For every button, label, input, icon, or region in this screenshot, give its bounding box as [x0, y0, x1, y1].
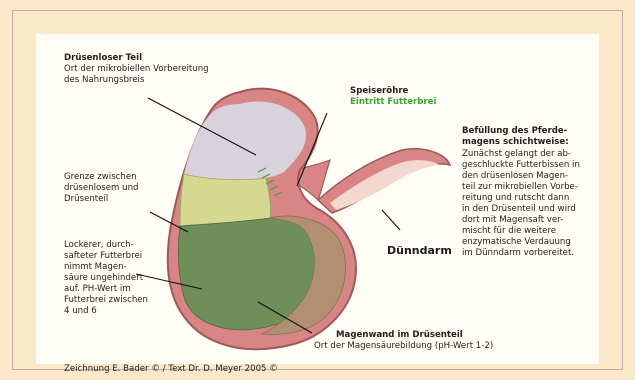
druesenloser-desc-1: Ort der mikrobiellen Vorbereitung: [64, 64, 209, 74]
credit-line: Zeichnung E. Bader © / Text Dr. D. Meyer…: [64, 364, 278, 374]
side-line-6: in den Drüsenteil und wird: [462, 204, 576, 214]
side-line-5: reitung und rutscht dann: [462, 193, 569, 203]
lockerer-7: 4 und 6: [64, 306, 97, 316]
side-line-3: den drüsenlosen Magen-: [462, 171, 568, 181]
duenndarm-label: Dünndarm: [387, 246, 452, 256]
lockerer-3: nimmt Magen-: [64, 262, 127, 272]
speiseroehre-title: Speiseröhre: [350, 86, 408, 96]
grenze-3: Drüsenteil: [64, 194, 108, 204]
lockerer-5: auf. PH-Wert im: [64, 284, 131, 294]
druesenloser-desc-2: des Nahrungsbreis: [64, 75, 144, 85]
magenwand-title: Magenwand im Drüsenteil: [336, 330, 463, 340]
side-line-1: Zunächst gelangt der ab-: [462, 149, 571, 159]
side-line-4: teil zur mikrobiellen Vorbe-: [462, 182, 578, 192]
yellow-zone: [180, 174, 271, 226]
side-title-2: magens schichtweise:: [462, 137, 569, 147]
side-line-2: geschluckte Futterbissen in: [462, 160, 580, 170]
grenze-1: Grenze zwischen: [64, 172, 137, 182]
side-line-10: im Dünndarm vorbereitet.: [462, 248, 574, 258]
lockerer-6: Futterbrei zwischen: [64, 295, 148, 305]
grenze-2: drüsenlosem und: [64, 183, 139, 193]
lockerer-2: safteter Futterbrei: [64, 251, 142, 261]
lockerer-1: Lockerer, durch-: [64, 240, 134, 250]
pointer-duenndarm: [382, 210, 400, 230]
speiseroehre-sub: Eintritt Futterbrei: [350, 97, 436, 107]
side-title-1: Befüllung des Pferde-: [462, 126, 567, 136]
druesenloser-title: Drüsenloser Teil: [64, 53, 142, 63]
side-line-7: dort mit Magensaft ver-: [462, 215, 563, 225]
magenwand-desc: Ort der Magensäurebildung (pH-Wert 1-2): [314, 341, 493, 351]
side-line-8: mischt für die weitere: [462, 226, 556, 236]
side-line-9: enzymatische Verdauung: [462, 237, 571, 247]
lockerer-4: säure ungehindert: [64, 273, 143, 283]
